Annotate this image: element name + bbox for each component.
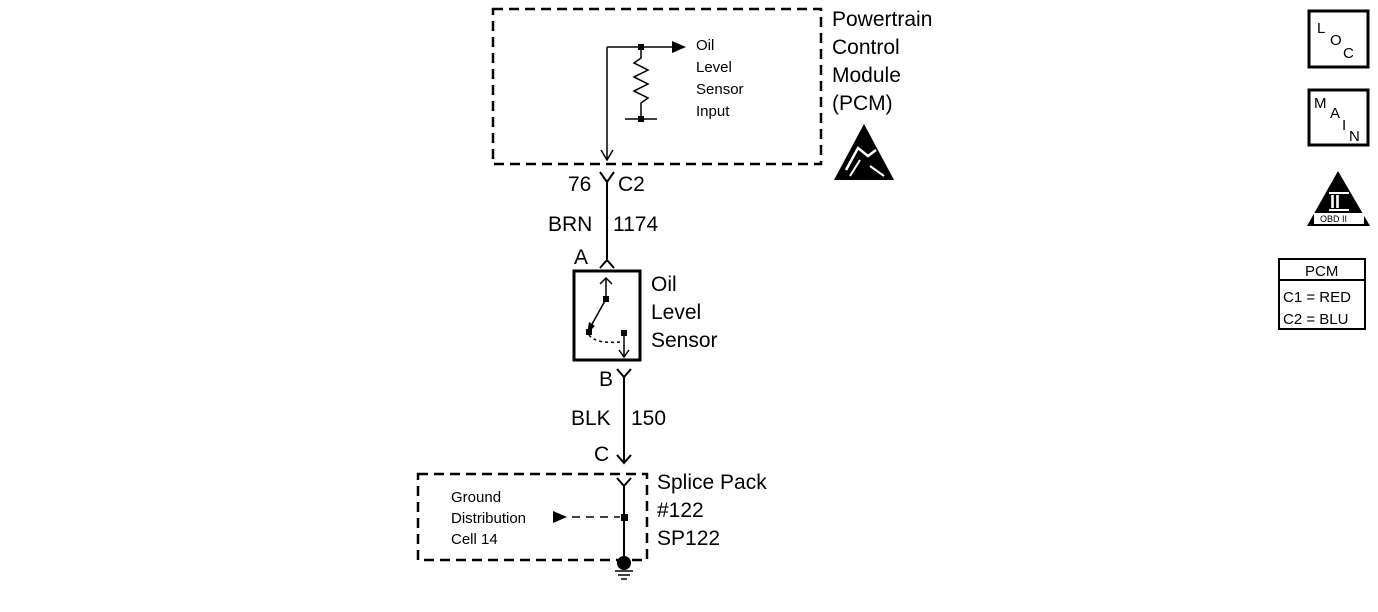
sensor-name-line2: Level xyxy=(651,301,701,324)
svg-text:C: C xyxy=(1343,45,1354,62)
terminal-c-label: C xyxy=(594,443,609,466)
oil-level-sensor-switch xyxy=(586,276,630,359)
terminal-a-label: A xyxy=(574,246,588,269)
splice-name-line2: #122 xyxy=(657,499,704,522)
obd-ii-icon: II OBD II xyxy=(1307,171,1370,226)
ground-dist-line3: Cell 14 xyxy=(451,531,498,548)
pcm-legend-header: PCM xyxy=(1305,263,1338,280)
pcm-legend-row-c1: C1 = RED xyxy=(1283,289,1351,306)
pcm-title-line3: Module xyxy=(832,64,901,87)
wire-150-color: BLK xyxy=(571,407,611,430)
oil-level-sensor-box xyxy=(572,269,642,362)
connector-c2-name: C2 xyxy=(618,173,645,196)
terminal-a-symbol xyxy=(599,258,615,269)
connector-c2-symbol xyxy=(599,171,615,262)
main-icon: M A I N xyxy=(1307,88,1370,147)
svg-text:I: I xyxy=(1342,117,1346,134)
pcm-dashed-box xyxy=(491,7,823,166)
splice-name-line3: SP122 xyxy=(657,527,720,550)
svg-text:OBD II: OBD II xyxy=(1320,214,1347,224)
wire-150-circuit: 150 xyxy=(631,407,666,430)
svg-text:O: O xyxy=(1330,32,1342,49)
terminal-c-symbol xyxy=(616,454,632,465)
wire-1174-color: BRN xyxy=(548,213,592,236)
svg-text:A: A xyxy=(1330,105,1340,122)
pcm-input-label-line4: Input xyxy=(696,103,730,120)
svg-text:N: N xyxy=(1349,128,1360,145)
pcm-input-label-line2: Level xyxy=(696,59,732,76)
pcm-title-line2: Control xyxy=(832,36,900,59)
pcm-title-line1: Powertrain xyxy=(832,8,932,31)
splice-pack-circuit xyxy=(553,477,632,563)
sensor-name-line1: Oil xyxy=(651,273,677,296)
wire-1174-circuit: 1174 xyxy=(613,213,658,236)
sensor-name-line3: Sensor xyxy=(651,329,718,352)
svg-text:M: M xyxy=(1314,95,1327,112)
ground-dist-line2: Distribution xyxy=(451,510,526,527)
loc-icon: L O C xyxy=(1307,9,1370,69)
splice-name-line1: Splice Pack xyxy=(657,471,767,494)
terminal-b-symbol xyxy=(616,368,632,379)
pcm-input-label-line1: Oil xyxy=(696,37,714,54)
ground-symbol-icon xyxy=(615,556,633,580)
esd-warning-icon xyxy=(834,124,894,180)
splice-pack-dashed-box xyxy=(416,472,649,562)
pcm-legend-row-c2: C2 = BLU xyxy=(1283,311,1348,328)
connector-c2-pin: 76 xyxy=(568,173,591,196)
pcm-connector-legend: PCM C1 = RED C2 = BLU xyxy=(1278,258,1366,330)
pcm-title-line4: (PCM) xyxy=(832,92,893,115)
pcm-input-label-line3: Sensor xyxy=(696,81,744,98)
terminal-b-label: B xyxy=(599,368,613,391)
ground-dist-line1: Ground xyxy=(451,489,501,506)
svg-text:II: II xyxy=(1330,192,1340,212)
pcm-input-circuit xyxy=(600,41,686,162)
svg-text:L: L xyxy=(1317,20,1325,37)
